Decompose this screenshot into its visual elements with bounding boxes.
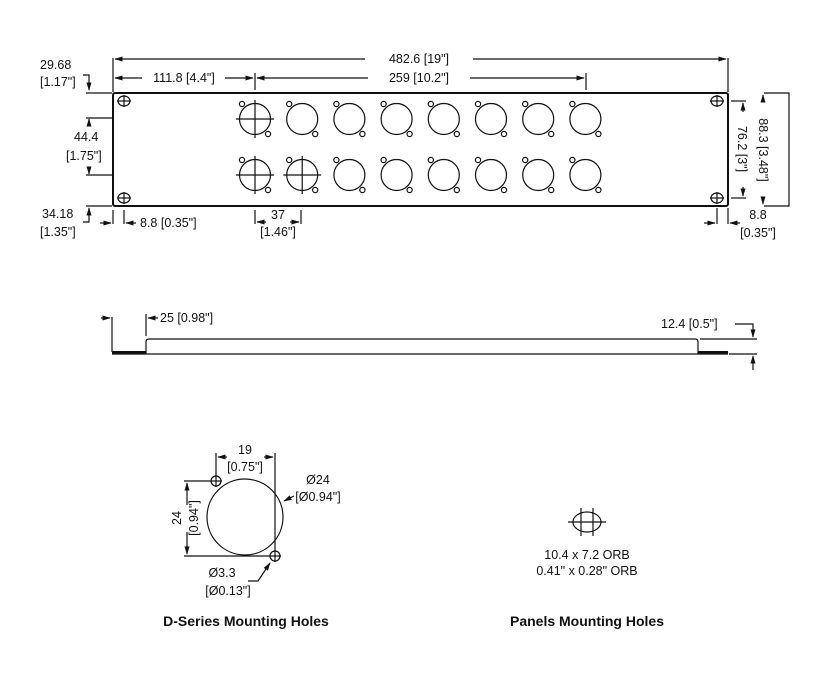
connector-cutout	[236, 100, 274, 138]
connector-cutout	[569, 100, 602, 138]
pitch-mm: 37	[271, 208, 285, 222]
side-view: 25 [0.98"] 12.4 [0.5"]	[101, 311, 757, 370]
hole-spacing-in: [1.75"]	[66, 149, 102, 163]
connector-cutout	[522, 100, 555, 138]
depth-label: 25 [0.98"]	[160, 311, 213, 325]
screw-hole-bottom	[269, 550, 281, 562]
right-inset-mm: 8.8	[749, 208, 766, 222]
connector-cutout	[522, 156, 555, 194]
panel-outline	[112, 92, 729, 207]
flange-label: 12.4 [0.5"]	[661, 317, 718, 331]
rack-hole	[710, 95, 724, 107]
orb-hole-icon	[568, 508, 606, 536]
left-inset-label: 8.8 [0.35"]	[140, 216, 197, 230]
right-inset-in: [0.35"]	[740, 226, 776, 240]
d-series-detail: 19 [0.75"] Ø24 [Ø0.94"] 24 [0.94"] Ø3.3 …	[163, 443, 341, 629]
connector-cutout	[427, 156, 460, 194]
bottom-offset-mm: 34.18	[42, 207, 73, 221]
connector-cutout	[283, 156, 322, 194]
d-series-cutout	[206, 478, 284, 556]
connector-cutout	[427, 100, 460, 138]
bottom-offset-in: [1.35"]	[40, 225, 76, 239]
ds-height-mm: 24	[170, 511, 184, 525]
hole-spacing-mm: 44.4	[74, 130, 98, 144]
connector-cutout	[286, 100, 319, 138]
ds-spacing-mm: 19	[238, 443, 252, 457]
ds-screw-in: [Ø0.13"]	[205, 584, 250, 598]
rack-hole	[117, 192, 131, 204]
ds-screw-mm: Ø3.3	[208, 566, 235, 580]
rack-hole	[117, 95, 131, 107]
connector-cutout	[333, 100, 366, 138]
orb-size-in: 0.41" x 0.28" ORB	[536, 564, 637, 578]
overall-width-label: 482.6 [19"]	[389, 52, 449, 66]
panel-holes-detail: 10.4 x 7.2 ORB 0.41" x 0.28" ORB Panels …	[510, 508, 664, 629]
panel-holes-title: Panels Mounting Holes	[510, 613, 664, 629]
connector-cutout	[474, 100, 508, 138]
connector-span-label: 259 [10.2"]	[389, 71, 449, 85]
ds-spacing-in: [0.75"]	[227, 460, 263, 474]
connector-cutout	[569, 156, 602, 194]
panel-height-label: 88.3 [3.48"]	[756, 118, 770, 182]
orb-size-mm: 10.4 x 7.2 ORB	[544, 548, 629, 562]
connector-grid	[236, 100, 602, 194]
ds-height-in: [0.94"]	[187, 500, 201, 536]
connector-cutout	[236, 156, 274, 194]
ds-diameter-in: [Ø0.94"]	[295, 490, 340, 504]
rack-hole	[710, 192, 724, 204]
front-view: 482.6 [19"] 111.8 [4.4"] 259 [10.2"] 29.…	[40, 52, 790, 240]
vertical-hole-spacing-label: 76.2 [3"]	[735, 126, 749, 172]
screw-hole-top	[210, 475, 222, 487]
rack-mount-holes	[117, 95, 724, 204]
d-series-title: D-Series Mounting Holes	[163, 613, 329, 629]
top-offset-mm: 29.68	[40, 58, 71, 72]
connector-cutout	[333, 156, 366, 194]
connector-cutout	[474, 156, 508, 194]
pitch-in: [1.46"]	[260, 225, 296, 239]
left-offset-label: 111.8 [4.4"]	[153, 71, 215, 85]
ds-diameter-mm: Ø24	[306, 473, 330, 487]
top-offset-in: [1.17"]	[40, 75, 76, 89]
connector-cutout	[380, 100, 413, 138]
connector-cutout	[380, 156, 413, 194]
